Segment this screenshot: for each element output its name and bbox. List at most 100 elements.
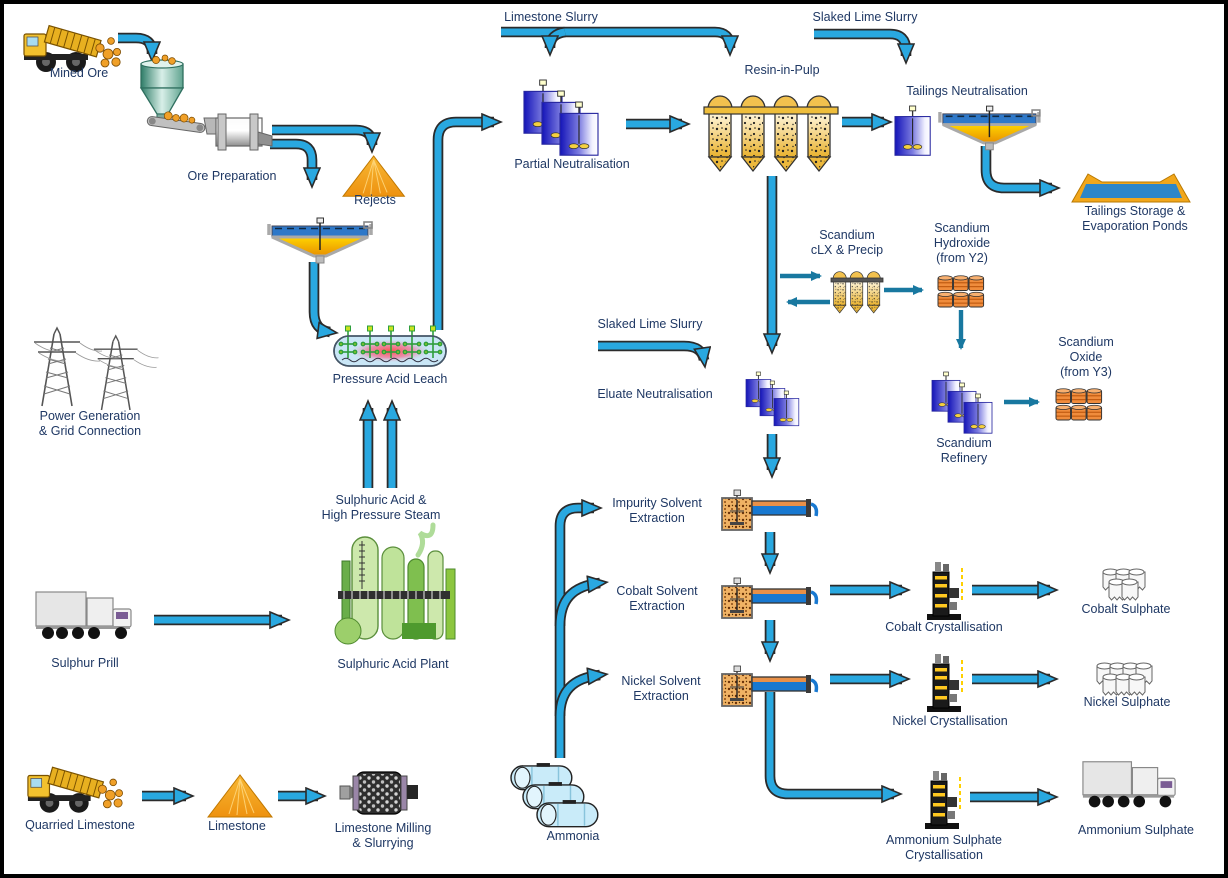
flow-thickener-to-pond	[982, 146, 1052, 188]
scandium-oxide-barrels	[1056, 389, 1102, 420]
sx-unit-icon	[720, 576, 819, 620]
label-partial-neutralisation: Partial Neutralisation	[514, 157, 630, 171]
label-nickel-sx: Nickel Solvent Extraction	[621, 674, 701, 703]
flow-pal-to-partial-neut	[434, 122, 494, 330]
resin-in-pulp-columns	[703, 95, 839, 172]
label-eluate-neutralisation: Eluate Neutralisation	[597, 387, 713, 401]
crystalliser-icon	[924, 770, 961, 830]
thickener-icon	[267, 216, 374, 265]
label-sulphuric-acid-steam: Sulphuric Acid & High Pressure Steam	[321, 493, 441, 522]
scandium-refinery-tanks	[931, 371, 993, 434]
flow-mined-ore-to-hopper	[118, 34, 152, 54]
impurity-sx-unit	[720, 488, 819, 532]
limestone-pile	[207, 774, 273, 818]
label-limestone-slurry: Limestone Slurry	[504, 10, 598, 24]
ore-pile-icon	[342, 155, 405, 197]
label-ammonium-sulphate: Ammonium Sulphate	[1077, 823, 1195, 837]
label-impurity-sx: Impurity Solvent Extraction	[612, 496, 702, 525]
label-sulphuric-acid-plant: Sulphuric Acid Plant	[337, 657, 449, 671]
label-power-generation: Power Generation & Grid Connection	[38, 409, 142, 438]
ore-prep-hopper	[139, 54, 206, 133]
label-nickel-crystallisation: Nickel Crystallisation	[892, 714, 1008, 728]
dump-truck-icon	[27, 766, 124, 814]
label-scandium-hydroxide: Scandium Hydroxide (from Y2)	[933, 221, 991, 265]
thickener-icon	[938, 104, 1042, 152]
pylon-icon	[33, 327, 103, 407]
label-quarried-limestone: Quarried Limestone	[25, 818, 135, 832]
partial-neut-tanks	[523, 79, 599, 156]
tailings-thickener	[938, 104, 1042, 152]
label-rejects: Rejects	[354, 193, 396, 207]
pressure-acid-leach-vessel	[333, 325, 447, 367]
cobalt-crystalliser	[926, 561, 963, 621]
flow-ammonia-branch-cobalt	[556, 583, 600, 627]
pylon-icon	[93, 335, 160, 411]
label-ammonium-sulphate-crystallisation: Ammonium Sulphate Crystallisation	[885, 833, 1003, 862]
power-towers	[33, 327, 160, 411]
sulphuric-acid-plant	[334, 522, 456, 645]
crystalliser-icon	[926, 561, 963, 621]
sulphur-prill-truck	[35, 591, 132, 640]
limestone-ball-mill	[339, 771, 418, 815]
ball-mill-icon	[339, 785, 351, 800]
label-limestone: Limestone	[208, 819, 266, 833]
label-cobalt-crystallisation: Cobalt Crystallisation	[885, 620, 1003, 634]
flow-slaked-lime-mid	[598, 342, 704, 360]
label-cobalt-sx: Cobalt Solvent Extraction	[616, 584, 698, 613]
flow-slaked-lime-top	[814, 30, 906, 56]
drums-white-icon	[1128, 673, 1146, 696]
label-mined-ore: Mined Ore	[49, 66, 109, 80]
cobalt-sulphate-drums	[1102, 568, 1146, 601]
ammonium-sulphate-truck	[1082, 761, 1176, 808]
ore-pile-icon	[207, 774, 273, 818]
flow-limestone-slurry-main	[501, 28, 730, 48]
label-resin-in-pulp: Resin-in-Pulp	[744, 63, 820, 77]
ore-thickener	[267, 216, 374, 265]
scandium-hydroxide-barrels	[938, 276, 984, 307]
scandium-thin-arrows	[780, 271, 1040, 407]
flow-nickel-to-amso4	[766, 692, 894, 794]
conveyor-icon	[146, 111, 206, 133]
diagram-canvas	[23, 24, 1191, 830]
label-tailings-neutralisation: Tailings Neutralisation	[906, 84, 1028, 98]
label-scandium-refinery: Scandium Refinery	[936, 436, 992, 465]
crystalliser-icon	[926, 653, 963, 713]
sx-unit-icon	[720, 488, 819, 532]
hopper-icon	[140, 59, 184, 69]
flow-lines	[118, 26, 1052, 797]
tailings-neut-tank	[894, 105, 931, 156]
amso4-crystalliser	[924, 770, 961, 830]
barrels-icon	[938, 276, 984, 307]
label-ore-preparation: Ore Preparation	[187, 169, 277, 183]
label-ammonia: Ammonia	[546, 829, 600, 843]
barrels-icon	[1056, 389, 1102, 420]
flow-ammonia-trunk	[556, 508, 594, 758]
ammonia-tank-icon	[536, 799, 599, 828]
flow-ammonia-branch-nickel	[556, 675, 600, 717]
label-slaked-lime-slurry-mid: Slaked Lime Slurry	[597, 317, 703, 331]
flow-crusher-to-rejects	[272, 126, 372, 145]
tailings-pond	[1071, 173, 1191, 203]
drums-white-icon	[1121, 578, 1139, 601]
label-slaked-lime-slurry-top: Slaked Lime Slurry	[812, 10, 918, 24]
scandium-clx-columns	[830, 271, 884, 314]
eluate-neut-tanks	[745, 371, 800, 427]
flow-thickener-to-pal	[310, 262, 330, 332]
rejects-pile	[342, 155, 405, 197]
label-cobalt-sulphate: Cobalt Sulphate	[1081, 602, 1171, 616]
semi-truck-icon	[1082, 761, 1176, 808]
quarried-limestone-truck	[27, 766, 124, 814]
crusher	[203, 113, 273, 151]
nickel-sulphate-drums	[1096, 662, 1153, 696]
label-sulphur-prill: Sulphur Prill	[51, 656, 119, 670]
label-pressure-acid-leach: Pressure Acid Leach	[332, 372, 448, 386]
semi-truck-icon	[35, 591, 132, 640]
flow-limestone-slurry-branch	[550, 28, 566, 48]
stirred-tank-icon	[894, 105, 931, 156]
label-scandium-oxide: Scandium Oxide (from Y3)	[1058, 335, 1114, 379]
nickel-crystalliser	[926, 653, 963, 713]
label-limestone-milling: Limestone Milling & Slurrying	[334, 821, 432, 850]
flow-crusher-to-thickener	[270, 140, 312, 180]
label-scandium-clx: Scandium cLX & Precip	[810, 228, 884, 257]
